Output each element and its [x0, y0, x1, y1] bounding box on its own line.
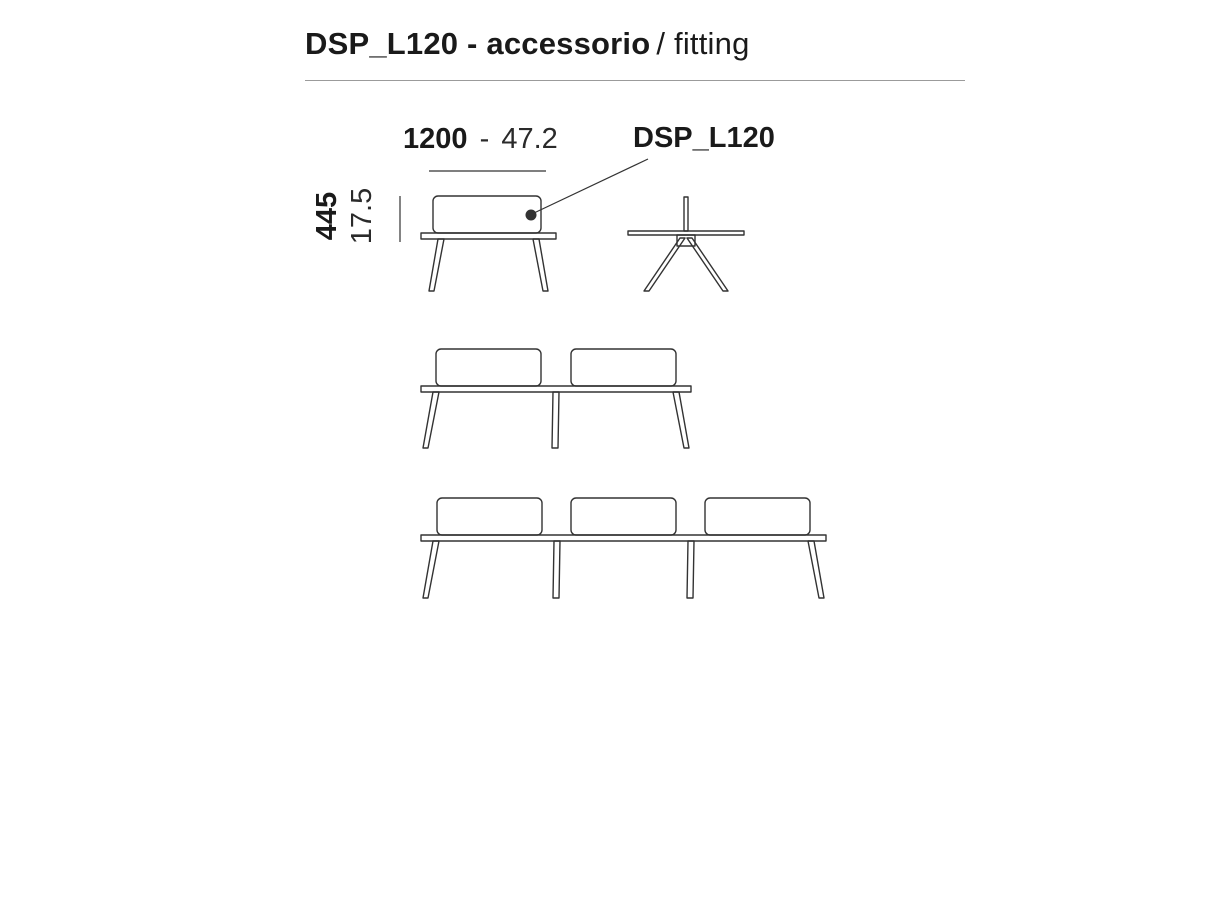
desktop [420, 385, 692, 393]
single-desk-side-view [627, 196, 745, 292]
divider-panel [704, 497, 811, 536]
three-desk-front-view [420, 497, 827, 599]
desk-leg [422, 540, 440, 599]
width-separator: - [479, 123, 490, 155]
divider-panel-edge [683, 196, 689, 232]
desk-leg [552, 540, 561, 599]
desk-leg [422, 391, 440, 449]
divider-panel [570, 348, 677, 387]
page-title: DSP_L120 - accessorio/ fitting [305, 26, 750, 62]
desk-leg [551, 391, 560, 449]
desk-leg [686, 540, 695, 599]
desk-leg [532, 238, 549, 292]
title-divider [305, 80, 965, 81]
callout-dot [525, 209, 537, 221]
callout-leader-line [533, 158, 649, 214]
desktop [420, 232, 557, 240]
divider-panel [435, 348, 542, 387]
single-desk-front-view [420, 195, 557, 292]
width-dimension-label: 1200 - 47.2 [403, 123, 558, 156]
width-mm-value: 1200 [403, 123, 468, 155]
desk-leg [807, 540, 825, 599]
width-inches-value: 47.2 [501, 123, 558, 155]
page-title-suffix: / fitting [656, 26, 750, 61]
callout-label: DSP_L120 [633, 122, 775, 154]
desk-leg [643, 237, 686, 292]
page-title-product: DSP_L120 - accessorio [305, 26, 651, 61]
divider-panel [570, 497, 677, 536]
desk-leg [686, 237, 729, 292]
under-desk-bracket [676, 234, 696, 247]
desktop [420, 534, 827, 542]
desk-leg [428, 238, 445, 292]
divider-panel [432, 195, 542, 234]
divider-panel [436, 497, 543, 536]
two-desk-front-view [420, 348, 692, 449]
desk-leg [672, 391, 690, 449]
